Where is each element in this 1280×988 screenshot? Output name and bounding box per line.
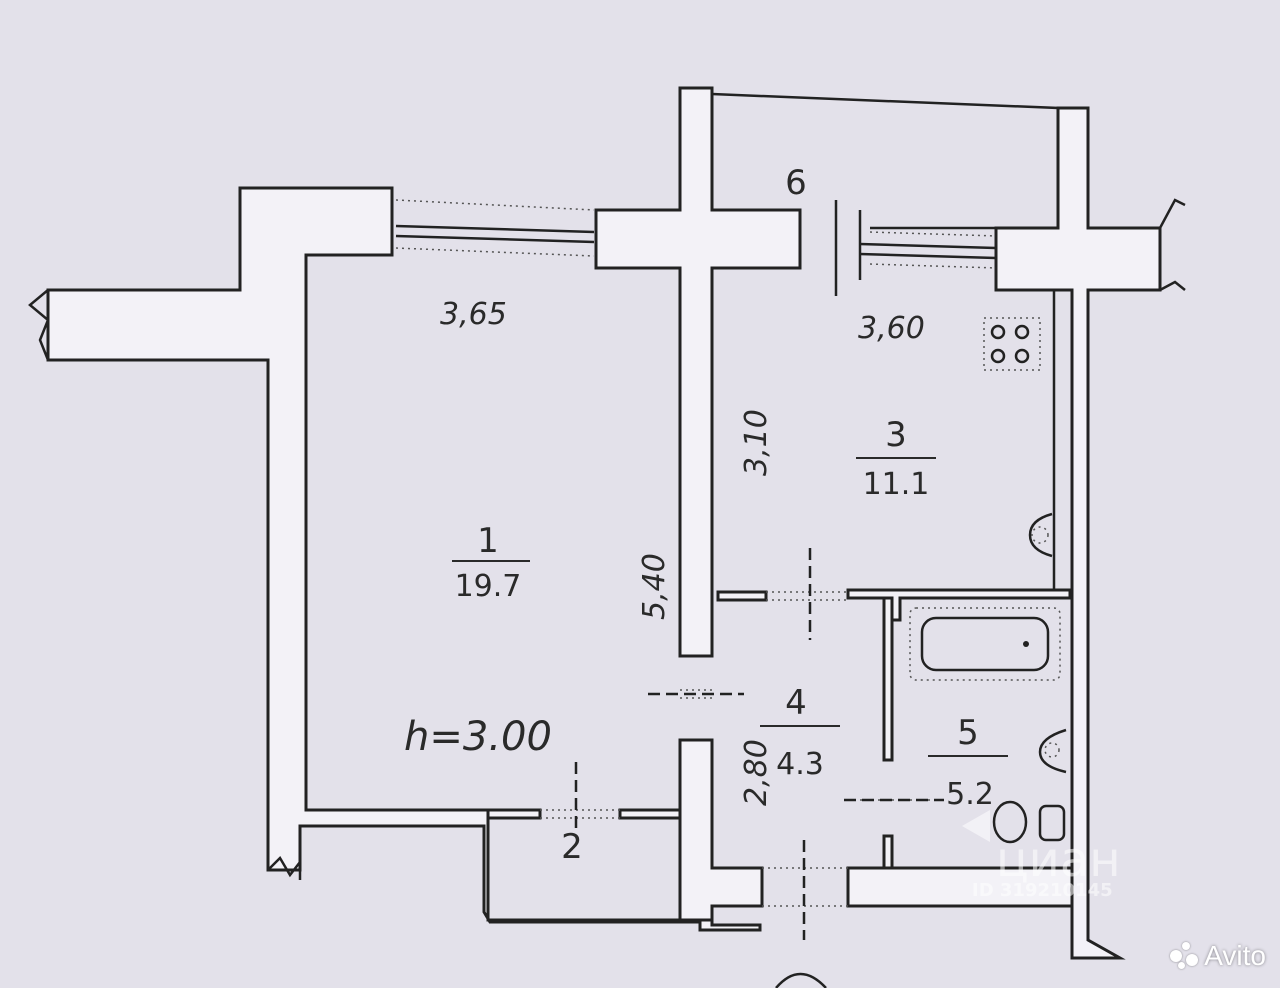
door-marks — [540, 591, 930, 907]
ceiling-height: h=3.00 — [404, 714, 552, 760]
room-1-area: 19.7 — [455, 569, 522, 604]
entrance-arc — [775, 972, 827, 988]
cian-logo-icon — [962, 810, 990, 842]
room-4-number: 4 — [785, 683, 807, 723]
cian-watermark: циан ID 319210145 — [962, 810, 1121, 901]
corridor-walls — [486, 588, 1074, 922]
washbasin-icon — [1038, 728, 1067, 774]
dimension-room4-length: 2,80 — [739, 739, 774, 806]
wall-break-right — [1158, 198, 1186, 292]
wall-stub-left — [28, 289, 50, 361]
wall-right — [994, 106, 1162, 960]
dimension-room1-length: 5,40 — [637, 553, 672, 620]
avito-watermark: Avito — [1170, 940, 1266, 972]
dimension-room1-width: 3,65 — [440, 297, 507, 332]
window-room1 — [395, 199, 595, 257]
loggia-outline — [711, 92, 1060, 230]
dimension-room3-length: 3,10 — [739, 409, 774, 476]
avito-logo-icon — [1170, 942, 1199, 970]
room-5-area: 5.2 — [946, 777, 994, 812]
axis-marks — [574, 548, 944, 940]
room-3-number: 3 — [885, 415, 907, 455]
window-room3 — [859, 231, 997, 269]
cian-brand: циан — [996, 832, 1121, 888]
room-1-number: 1 — [477, 521, 499, 561]
bathtub-icon — [909, 607, 1061, 681]
room-3-area: 11.1 — [863, 467, 930, 502]
room-5-number: 5 — [957, 713, 979, 753]
room-6-number: 6 — [785, 163, 807, 203]
sink-icon — [1028, 512, 1053, 558]
avito-brand: Avito — [1204, 940, 1266, 971]
wall-break-bottom-left — [267, 855, 302, 880]
room-2-number: 2 — [561, 827, 583, 867]
toilet-icon — [992, 800, 1066, 844]
stove-icon — [983, 317, 1041, 371]
door-loggia — [834, 200, 862, 296]
wall-partition-central — [594, 86, 802, 658]
room-4-area: 4.3 — [776, 747, 824, 782]
dimension-room3-width: 3,60 — [858, 311, 925, 346]
cian-listing-id: ID 319210145 — [972, 880, 1113, 901]
